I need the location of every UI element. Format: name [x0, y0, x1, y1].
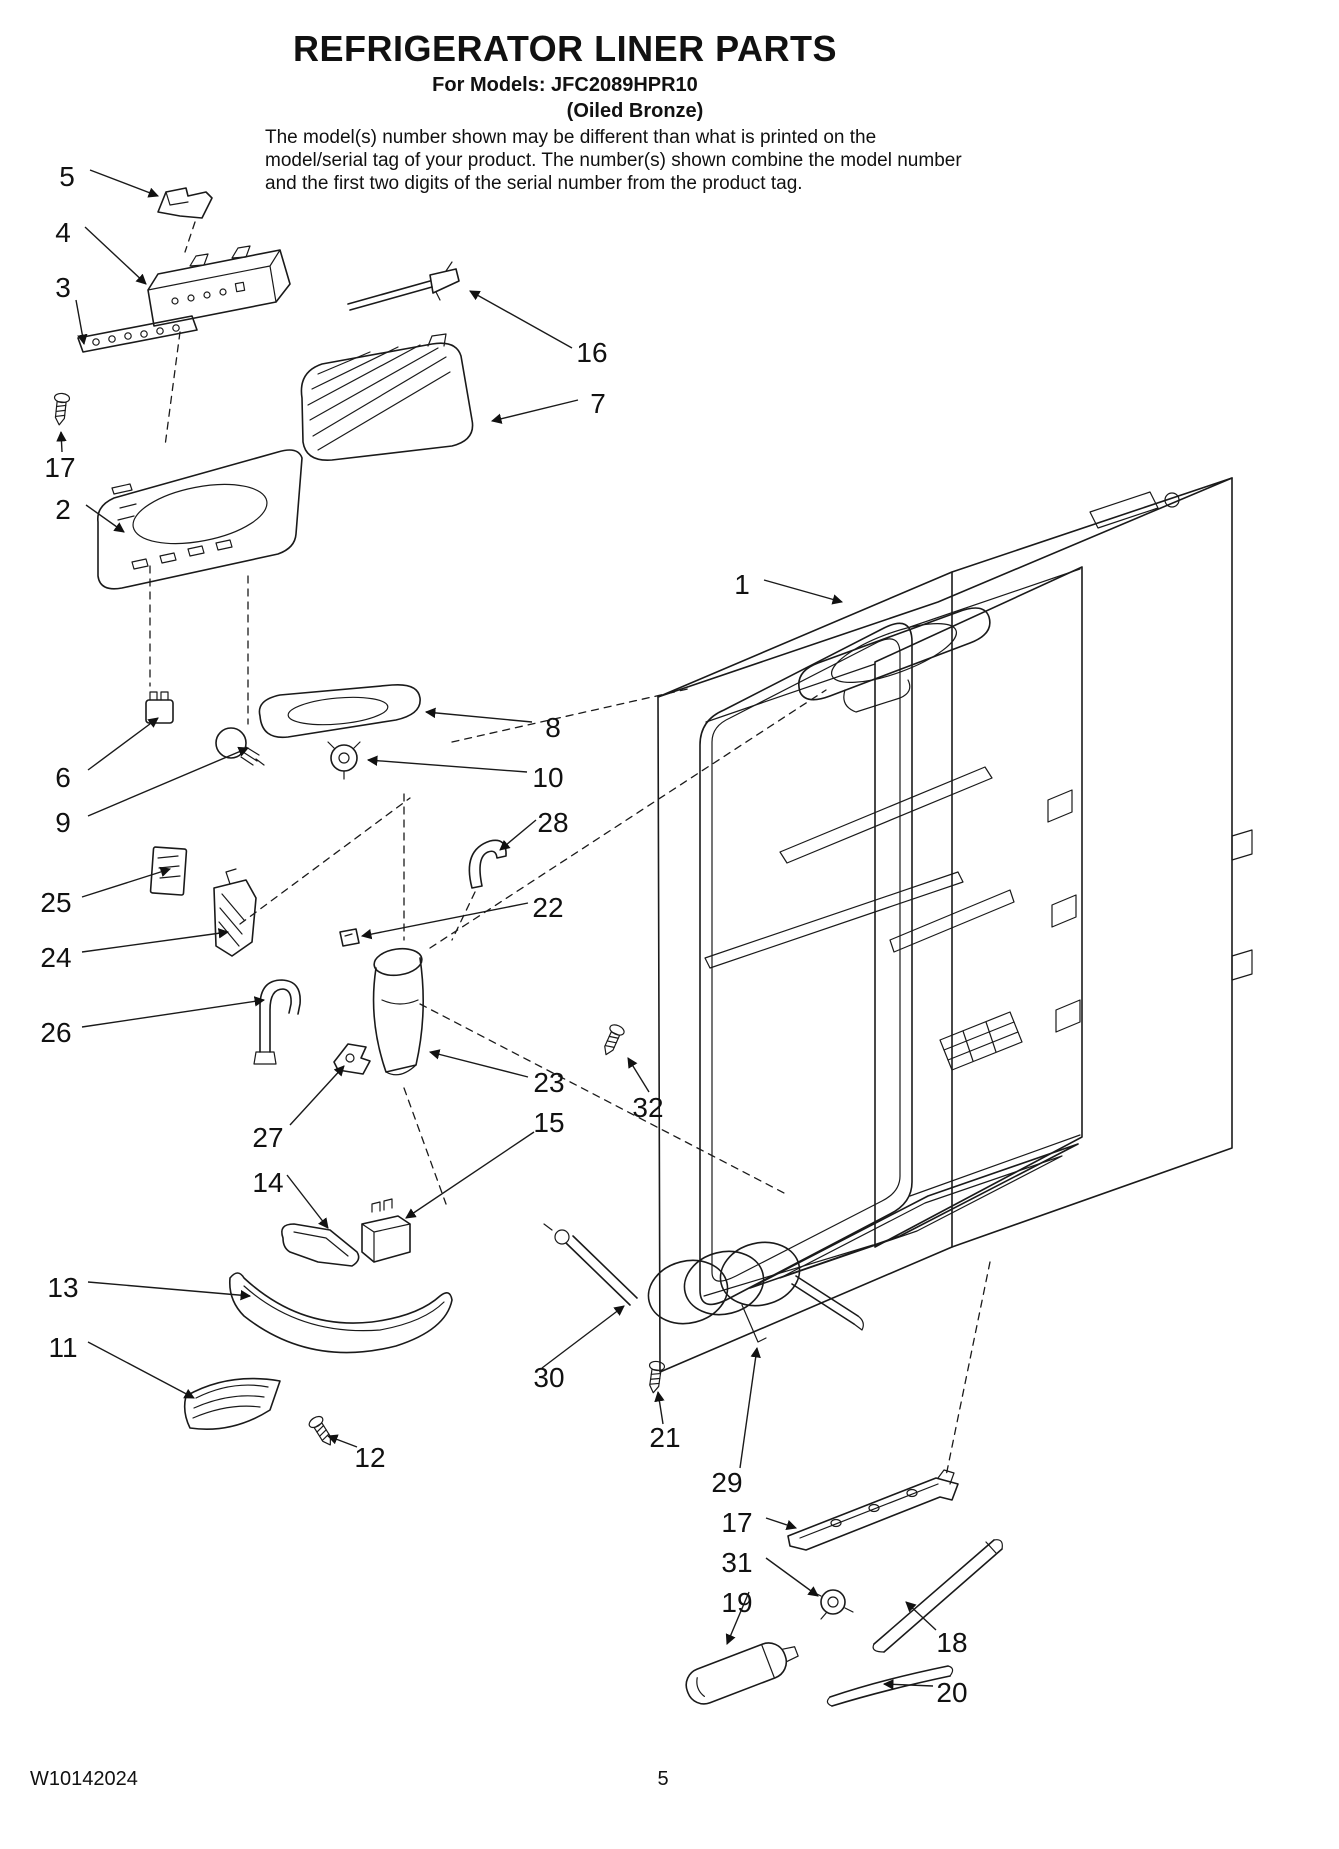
part-13-trim	[228, 1272, 453, 1354]
callout-31: 31	[721, 1547, 752, 1578]
callout-27: 27	[252, 1122, 283, 1153]
part-14-cover	[281, 1223, 360, 1267]
part-27-clip-bracket	[333, 1043, 371, 1075]
part-17-screw-top	[51, 392, 71, 427]
callout-12: 12	[354, 1442, 385, 1473]
callout-17-bottom: 17	[721, 1507, 752, 1538]
part-3-strip	[77, 315, 198, 353]
callout-3: 3	[55, 272, 71, 303]
part-21-screw	[645, 1359, 666, 1395]
callout-14: 14	[252, 1167, 283, 1198]
page-title: REFRIGERATOR LINER PARTS	[292, 28, 838, 69]
part-4-control-housing	[147, 245, 291, 327]
part-23-chute-housing	[372, 947, 424, 1076]
disclaimer-text: The model(s) number shown may be differe…	[265, 127, 962, 194]
part-24-bracket	[213, 868, 257, 957]
callout-24: 24	[40, 942, 71, 973]
callout-leader-lines	[56, 169, 937, 1690]
assembly-dashed-lines	[149, 221, 991, 1477]
callout-29: 29	[711, 1467, 742, 1498]
callout-5: 5	[59, 161, 75, 192]
part-17-bracket-rail	[787, 1469, 959, 1551]
page-number: 5	[657, 1768, 669, 1790]
part-31-grommet	[812, 1589, 854, 1620]
part-6-switch	[145, 691, 174, 724]
part-12-screw	[306, 1413, 338, 1450]
part-9-light-bulb	[215, 727, 265, 766]
part-16-fill-tube	[347, 261, 460, 311]
part-19-water-filter	[685, 1642, 799, 1705]
callout-8: 8	[545, 712, 561, 743]
part-10-lamp-socket	[327, 741, 361, 780]
part-15-switch-box	[361, 1198, 411, 1263]
part-25-sensor-box	[149, 846, 188, 896]
callout-30: 30	[533, 1362, 564, 1393]
callout-10: 10	[532, 762, 563, 793]
part-7-vent-cover	[300, 333, 474, 461]
part-11-grille-insert	[183, 1377, 281, 1430]
callout-numbers: 5 4 3 17 2 16 7 1 8 10 28 6 9 25 22 24 2…	[40, 161, 967, 1708]
callout-28: 28	[537, 807, 568, 838]
part-5-bracket	[157, 187, 213, 219]
part-32-screw	[598, 1022, 627, 1059]
callout-11: 11	[48, 1332, 77, 1363]
callout-23: 23	[533, 1067, 564, 1098]
document-number: W10142024	[30, 1768, 138, 1790]
callout-13: 13	[47, 1272, 78, 1303]
callout-18: 18	[936, 1627, 967, 1658]
callout-21: 21	[649, 1422, 680, 1453]
callout-6: 6	[55, 762, 71, 793]
callout-22: 22	[532, 892, 563, 923]
callout-4: 4	[55, 217, 71, 248]
part-26-drain-tube	[253, 979, 301, 1065]
callout-9: 9	[55, 807, 71, 838]
callout-17-top: 17	[44, 452, 75, 483]
callout-16: 16	[576, 337, 607, 368]
callout-2: 2	[55, 494, 71, 525]
callout-7: 7	[590, 388, 606, 419]
callout-20: 20	[936, 1677, 967, 1708]
part-22-clip	[339, 928, 360, 947]
part-2-top-cover	[97, 449, 303, 590]
callout-32: 32	[632, 1092, 663, 1123]
part-8-lamp-shield	[258, 683, 421, 739]
models-line: For Models: JFC2089HPR10	[432, 74, 698, 96]
callout-15: 15	[533, 1107, 564, 1138]
callout-26: 26	[40, 1017, 71, 1048]
callout-25: 25	[40, 887, 71, 918]
finish-line: (Oiled Bronze)	[566, 100, 704, 122]
callout-1: 1	[734, 569, 750, 600]
part-28-curved-clip	[468, 839, 507, 889]
part-18-tube	[872, 1539, 1003, 1653]
part-29-tube-coil	[543, 1223, 864, 1343]
callout-19: 19	[721, 1587, 752, 1618]
part-1-liner-cabinet	[657, 477, 1253, 1373]
part-20-tube	[826, 1665, 954, 1707]
